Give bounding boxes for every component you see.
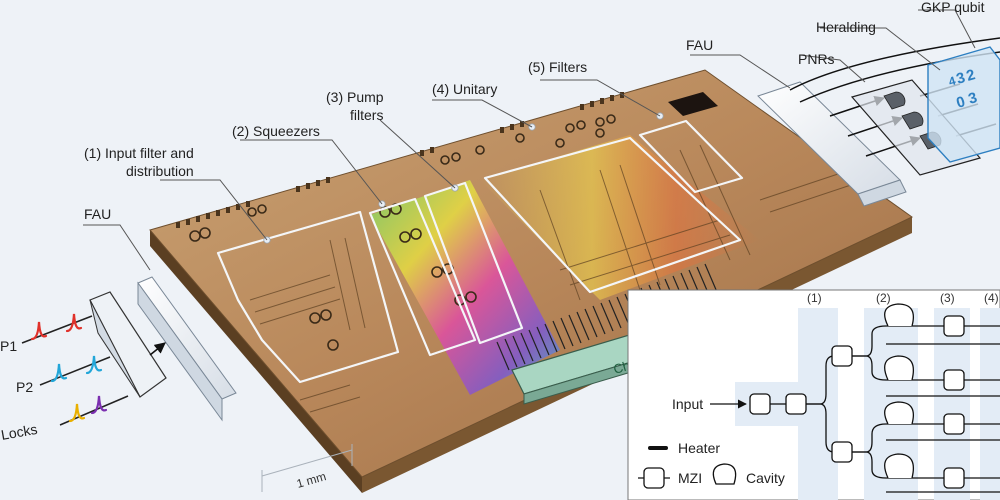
mzi-stage1-bottom [831,441,853,463]
mzi-input-1 [749,393,771,415]
inset-schematic: (1) (2) (3) (4) Input [627,289,1000,500]
mzi-stage1-top [831,345,853,367]
label-squeezers: (2) Squeezers [232,123,320,139]
label-heralding: Heralding [816,19,876,35]
combiner-output-arrow [149,342,166,356]
inset-stage-3-label: (3) [940,291,955,305]
mzi-stage3-4 [943,467,965,489]
scale-bar [261,444,353,492]
pnr-detector-2 [901,111,924,130]
input-combiner [89,291,167,398]
locks-label: Locks [0,421,39,443]
fau-right [757,81,907,207]
cavity-1 [884,303,915,327]
locks-pulse-purple [90,395,108,415]
label-fau-left: FAU [84,206,111,222]
label-input-filter-1: (1) Input filter and [84,145,194,161]
mzi-stage3-3 [943,413,965,435]
label-filters: (5) Filters [528,59,587,75]
label-pump-filters-1: (3) Pump [326,89,384,105]
chip-edge [150,230,362,493]
section-4-outline [483,136,742,294]
rainbow-reflection [370,180,560,395]
bond-pad-row [176,92,624,228]
cavity-4 [884,453,915,479]
gkp-digit-1: 4 [947,73,958,88]
cavity-2 [884,355,915,381]
inset-mzis [749,315,965,489]
p2-label: P2 [16,379,33,395]
p1-label: P1 [0,338,17,354]
legend-heater-label: Heater [678,440,720,456]
inset-stage-4-bg [980,308,1000,500]
inset-stage-4-label: (4) [984,291,999,305]
circuit-traces [249,144,891,413]
mzi-input-2 [785,393,807,415]
legend-cavity-icon [712,463,737,485]
inset-waveguides [710,325,1000,493]
inset-input-label: Input [672,396,703,412]
glow-region [480,135,760,300]
pulses [30,313,108,423]
p1-pulse-2 [65,313,83,333]
label-fau-right: FAU [686,37,713,53]
section-2-outline [368,197,477,357]
inset-legend: Heater MZI Cavity [638,440,785,489]
fau-left-face [137,281,223,422]
label-pnrs: PNRs [798,51,835,67]
chip-pad [668,92,718,116]
legend-cavity-label: Cavity [746,470,785,486]
inset-stage-2-label: (2) [876,291,891,305]
label-gkp: GKP qubit [921,0,985,15]
scale-label: 1 mm [295,469,328,491]
p2-pulse-2 [85,355,103,375]
leader-lines [83,9,976,271]
cavity-3 [884,401,915,425]
mzi-stage3-2 [943,369,965,391]
mzi-stage3-1 [943,315,965,337]
fau-right-face [857,179,907,207]
legend-mzi-icon [638,467,670,489]
label-input-filter-2: distribution [126,163,194,179]
inset-stage-1-label: (1) [807,291,822,305]
label-unitary: (4) Unitary [432,81,497,97]
fau-left [137,276,237,422]
pnr-detector-1 [883,91,906,110]
section-1-outline [216,210,400,384]
section-outlines [216,119,744,384]
label-pump-filters-2: filters [350,107,383,123]
locks-pulse-yellow [68,403,86,423]
gkp-plate [927,46,1000,163]
section-5-outline [638,119,744,194]
inset-cavities [884,303,915,479]
p1-pulse-1 [30,321,48,341]
p2-pulse-1 [50,363,68,383]
legend-mzi-label: MZI [678,470,702,486]
